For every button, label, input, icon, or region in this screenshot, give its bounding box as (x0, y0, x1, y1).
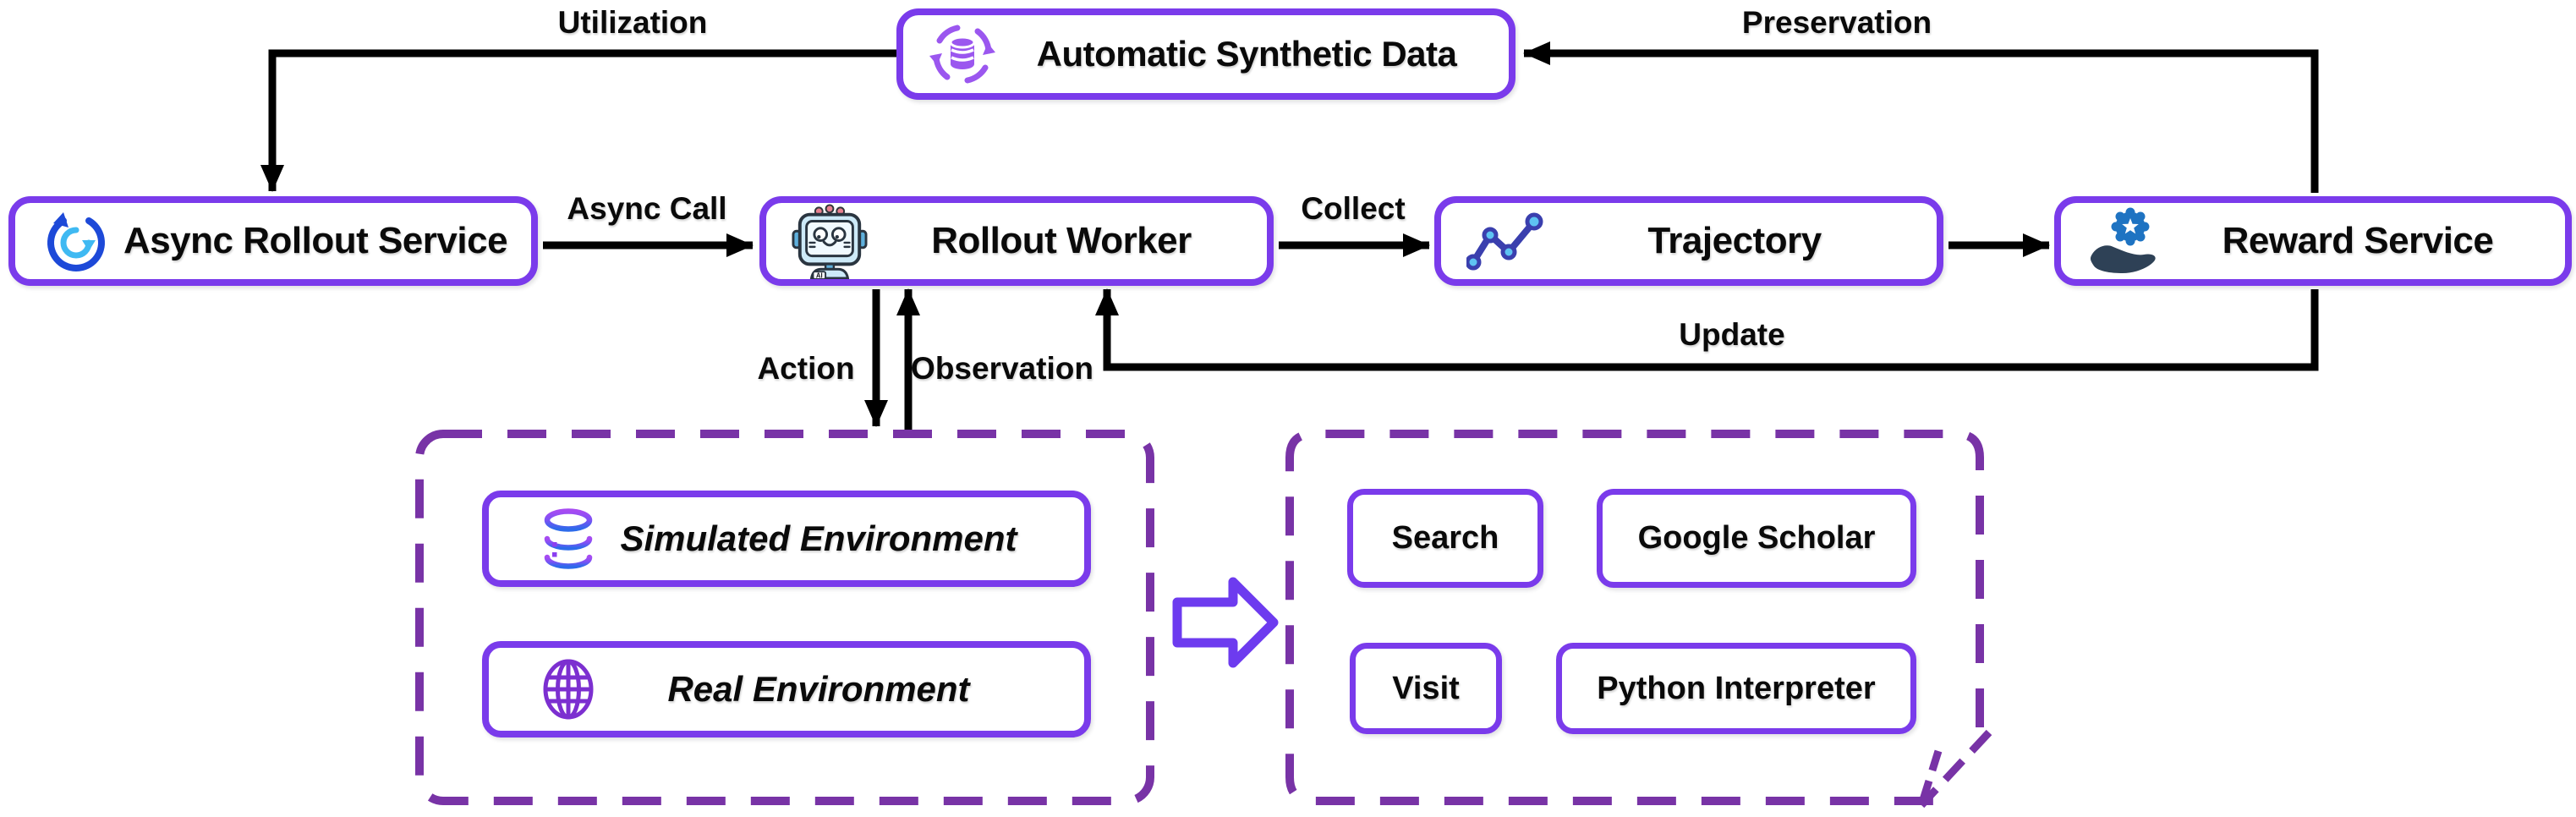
node-label: Rollout Worker (931, 220, 1192, 261)
env-box-real: Real Environment (482, 641, 1091, 737)
preservation-arrow (1523, 41, 2319, 193)
tool-label: Visit (1392, 670, 1460, 706)
database-icon (533, 503, 604, 574)
reward-badge-hand-icon (2086, 203, 2162, 279)
edge-label-async-call: Async Call (567, 191, 727, 226)
edge-label-update: Update (1679, 317, 1785, 352)
node-automatic-synthetic-data: Automatic Synthetic Data (896, 8, 1515, 100)
edge-label-action: Action (757, 351, 855, 386)
folded-corner-line (1917, 749, 1943, 807)
node-trajectory: Trajectory (1434, 196, 1943, 286)
edge-label-collect: Collect (1301, 191, 1406, 226)
node-label: Automatic Synthetic Data (1036, 34, 1457, 74)
node-label: Async Rollout Service (123, 220, 508, 261)
folded-corner-line (1918, 729, 1992, 809)
env-label: Simulated Environment (620, 518, 1017, 558)
globe-icon (533, 654, 604, 725)
tools-container-border (1285, 430, 1984, 805)
tool-label: Google Scholar (1637, 520, 1876, 556)
dashed-containers (415, 430, 1992, 809)
edge-label-utilization: Utilization (557, 5, 708, 40)
edge-label-observation: Observation (911, 351, 1093, 386)
robot-ai-badge: AI (816, 272, 823, 279)
big-right-arrow-icon (1172, 577, 1279, 668)
tool-box-google-scholar: Google Scholar (1597, 489, 1916, 588)
node-rollout-worker: AI Rollout Worker (759, 196, 1274, 286)
edge-label-preservation: Preservation (1741, 5, 1932, 40)
robot-icon: AI (792, 203, 868, 279)
environment-container-border (415, 430, 1154, 805)
utilization-arrow (260, 49, 900, 192)
env-box-simulated: Simulated Environment (482, 491, 1091, 587)
node-label: Trajectory (1647, 220, 1822, 261)
trajectory-line-icon (1466, 211, 1544, 271)
black-arrows (260, 41, 2319, 430)
node-async-rollout-service: Async Rollout Service (8, 196, 538, 286)
env-label: Real Environment (667, 669, 970, 709)
node-reward-service: Reward Service (2054, 196, 2572, 286)
tool-label: Search (1391, 520, 1499, 556)
async-refresh-icon (41, 206, 112, 277)
synthetic-data-cycle-icon (929, 20, 996, 88)
update-arrow (1095, 288, 2319, 371)
tool-label: Python Interpreter (1597, 670, 1876, 706)
node-label: Reward Service (2222, 220, 2494, 261)
tool-box-visit: Visit (1350, 643, 1502, 734)
tool-box-python-interpreter: Python Interpreter (1556, 643, 1916, 734)
tool-box-search: Search (1347, 489, 1543, 588)
